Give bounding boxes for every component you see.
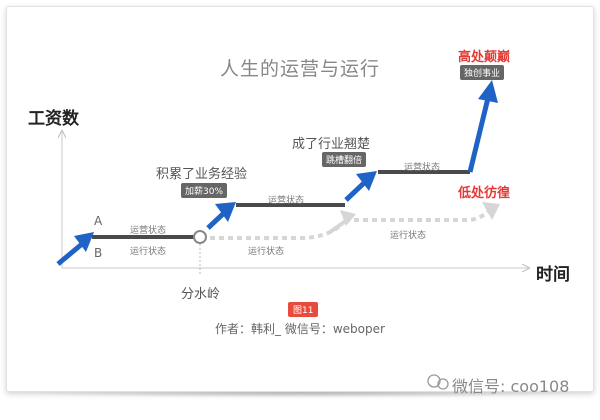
author-credit: 作者：韩利_ 微信号：weboper (215, 322, 385, 336)
startup-badge: 独创事业 (460, 65, 505, 80)
running-path-2 (345, 208, 492, 222)
watershed-node (193, 230, 207, 244)
job-hop-badge: 跳槽翻倍 (322, 152, 367, 167)
blue-arrow-1 (56, 232, 94, 266)
state-running-3: 运行状态 (390, 231, 427, 241)
label-a: A (94, 214, 103, 228)
blue-arrow-4 (467, 80, 498, 173)
blue-arrow-3 (344, 171, 377, 202)
peak-label: 高处颠巅 (458, 50, 511, 65)
watermark: 微信号: coo108 (424, 373, 569, 397)
x-axis-label: 时间 (536, 265, 570, 285)
card-shadow (20, 388, 580, 398)
stage2-label: 成了行业翘楚 (292, 137, 371, 152)
state-operating-2: 运营状态 (268, 196, 305, 206)
raise-badge: 加薪30% (181, 183, 228, 198)
figure-tag: 图11 (288, 302, 319, 317)
state-operating-3: 运营状态 (404, 163, 441, 173)
state-running-1: 运行状态 (130, 247, 167, 257)
watershed-label: 分水岭 (181, 287, 221, 302)
blue-arrow-2 (206, 202, 236, 230)
label-b: B (94, 246, 103, 260)
state-operating-1: 运营状态 (130, 226, 167, 236)
stage1-label: 积累了业务经验 (156, 167, 248, 182)
watermark-text: 微信号: coo108 (452, 377, 570, 396)
running-arrowhead-2 (482, 202, 500, 220)
wechat-logo-icon (427, 374, 449, 390)
y-axis-label: 工资数 (28, 109, 79, 129)
low-label: 低处彷徨 (458, 186, 511, 201)
chart-title: 人生的运营与运行 (219, 58, 380, 80)
state-running-2: 运行状态 (248, 247, 285, 257)
running-path (210, 224, 342, 240)
